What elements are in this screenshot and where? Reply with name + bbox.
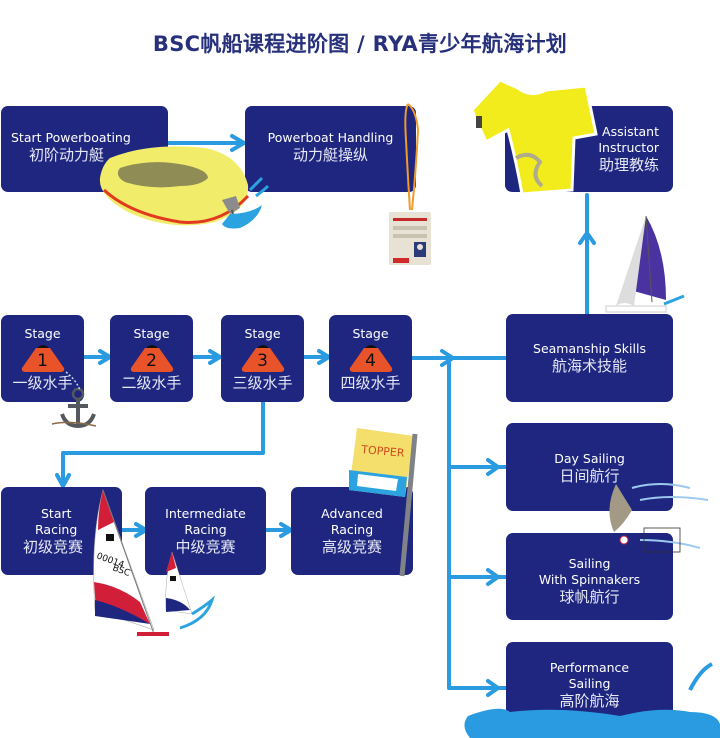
course-title-zh: 初级竞赛 [23, 537, 84, 556]
stage-title-zh: 一级水手 [12, 374, 73, 392]
course-seamanship-skills: Seamanship Skills 航海术技能 [506, 314, 673, 402]
course-sailing-with-spinnakers: Sailing With Spinnakers 球帆航行 [506, 533, 673, 620]
course-advanced-racing: Advanced Racing 高级竞赛 [291, 487, 413, 575]
course-title-zh: 日间航行 [559, 467, 620, 485]
page-title: BSC帆船课程进阶图 / RYA青少年航海计划 [152, 32, 568, 56]
arrow-stage3-to-racing [61, 400, 265, 489]
course-title-en-line1: Performance [549, 660, 630, 675]
course-title-zh: 高阶航海 [559, 692, 620, 710]
racing-sailboat-large-icon: 00014 BSC [93, 488, 169, 636]
anchor-icon [51, 371, 97, 429]
course-title-en-line1: Advanced [321, 505, 383, 521]
buoy-icon: 3 [240, 343, 286, 373]
course-start-powerboating: Start Powerboating 初阶动力艇 [1, 106, 168, 192]
stage-number: 1 [37, 351, 48, 371]
course-title-zh: 初阶动力艇 [29, 146, 105, 164]
topper-flag-icon: TOPPER [349, 428, 418, 577]
stage-title-zh: 二级水手 [121, 374, 182, 392]
buoy-icon: 1 [20, 343, 66, 373]
course-title-en-line1: Assistant [602, 123, 659, 139]
course-title-en-line2: Instructor [598, 139, 659, 155]
course-title-en-line1: Start [41, 505, 72, 521]
stage-title-zh: 三级水手 [232, 374, 293, 392]
course-title-zh: 中级竞赛 [175, 537, 236, 556]
tshirt-icon [470, 78, 598, 196]
course-title-zh: 航海术技能 [551, 356, 627, 375]
course-stage-3: Stage 3 三级水手 [221, 315, 304, 402]
map-icon [609, 483, 709, 553]
course-title-zh: 动力艇操纵 [292, 146, 368, 164]
buoy-icon: 4 [348, 343, 394, 373]
stage-label: Stage [352, 326, 389, 341]
powerboat-icon [99, 146, 270, 229]
stage-label: Stage [24, 326, 61, 341]
course-title-en: Powerboat Handling [267, 130, 394, 145]
course-title-en-line2: Racing [184, 521, 227, 537]
course-stage-2: Stage 2 二级水手 [110, 315, 193, 402]
stage-title-zh: 四级水手 [340, 374, 401, 392]
course-title-en-line2: Sailing [568, 676, 611, 691]
course-title-en-line1: Sailing [568, 556, 611, 571]
course-stage-4: Stage 4 四级水手 [329, 315, 412, 402]
course-title-en: Seamanship Skills [533, 340, 646, 356]
course-stage-1: Stage 1 一级水手 [1, 315, 84, 402]
racing-sailboat-small-icon [165, 551, 215, 630]
course-title-en-line2: Racing [35, 521, 78, 537]
course-title-en-line2: With Spinnakers [538, 572, 641, 587]
course-powerboat-handling: Powerboat Handling 动力艇操纵 [245, 106, 416, 192]
course-title-en-line2: Racing [330, 521, 374, 537]
sailboat-spinnaker-icon [605, 215, 685, 313]
flag-text: TOPPER [360, 443, 406, 460]
id-card-icon [389, 103, 431, 265]
course-title-en: Start Powerboating [11, 130, 131, 145]
course-title-zh: 助理教练 [598, 155, 659, 174]
course-title-zh: 高级竞赛 [321, 537, 382, 556]
course-title-en: Day Sailing [554, 451, 625, 466]
stage-number: 4 [365, 351, 376, 371]
course-title-en-line1: Intermediate [165, 505, 246, 521]
course-day-sailing: Day Sailing 日间航行 [506, 423, 673, 511]
buoy-icon: 2 [129, 343, 175, 373]
course-title-zh: 球帆航行 [559, 588, 620, 606]
course-intermediate-racing: Intermediate Racing 中级竞赛 [145, 487, 266, 575]
stage-label: Stage [244, 326, 281, 341]
stage-number: 3 [257, 351, 268, 371]
stage-label: Stage [133, 326, 170, 341]
water-splash-icon [464, 708, 720, 738]
stage-number: 2 [146, 351, 157, 371]
